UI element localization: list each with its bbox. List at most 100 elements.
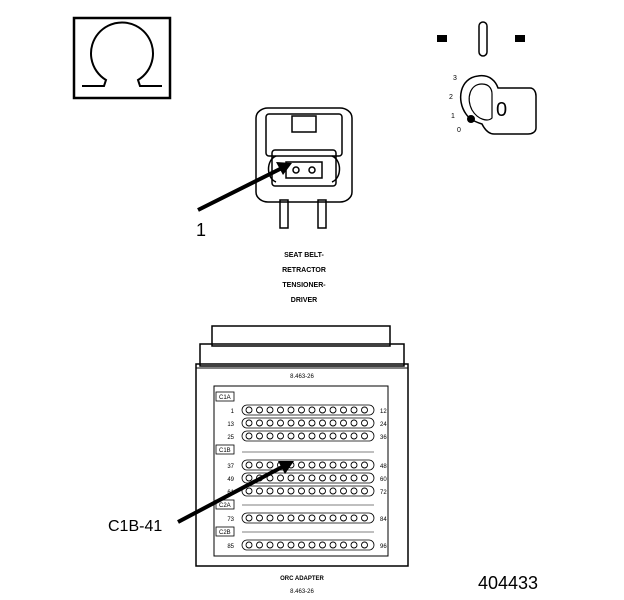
adapter-pin: [256, 406, 263, 414]
adapter-pin: [287, 419, 295, 427]
group-label-c2b: C2B: [219, 530, 231, 536]
adapter-pin: [308, 514, 316, 522]
row-number-left: 73: [227, 517, 234, 523]
adapter-pin: [350, 406, 358, 414]
adapter-pin: [350, 474, 358, 482]
adapter-pin: [245, 419, 253, 427]
row-numbers-left: 1 13 25 37 49 61 73 85: [227, 409, 234, 550]
adapter-pin: [361, 487, 368, 495]
adapter-pin: [277, 487, 284, 495]
pin-row: [241, 512, 375, 524]
adapter-pin: [298, 406, 305, 414]
adapter-pin: [350, 487, 358, 495]
adapter-pin: [319, 514, 326, 522]
group-label-c1a: C1A: [219, 395, 231, 401]
callout-1-label: 1: [196, 220, 206, 240]
adapter-pin: [329, 487, 337, 495]
adapter-pin: [308, 461, 316, 469]
adapter-pin: [245, 432, 253, 440]
row-numbers-right: 12 24 36 48 60 72 84 96: [380, 409, 387, 550]
row-number-right: 12: [380, 409, 387, 415]
adapter-pin: [308, 432, 316, 440]
pin-row: [241, 485, 375, 497]
adapter-pin: [361, 432, 368, 440]
adapter-pin: [340, 541, 347, 549]
row-number-right: 24: [380, 422, 387, 428]
orc-adapter: 8.463-26: [195, 325, 409, 567]
adapter-pin: [350, 432, 358, 440]
ignition-position-1: 1: [451, 113, 455, 120]
adapter-pin: [308, 406, 316, 414]
adapter-pin: [245, 514, 253, 522]
adapter-pin: [277, 406, 284, 414]
pin-row: [241, 472, 375, 484]
adapter-pin: [298, 487, 305, 495]
seat-belt-connector: [255, 107, 353, 229]
adapter-pin: [361, 419, 368, 427]
adapter-pin: [277, 432, 284, 440]
adapter-pin: [340, 474, 347, 482]
adapter-pin: [287, 514, 295, 522]
adapter-pin: [245, 487, 253, 495]
adapter-pin: [319, 419, 326, 427]
adapter-pin: [329, 432, 337, 440]
component-label: SEAT BELT- RETRACTOR TENSIONER- DRIVER: [282, 252, 326, 304]
adapter-caption: ORC ADAPTER 8.463-26: [280, 576, 324, 595]
adapter-pin: [298, 541, 305, 549]
adapter-pin: [308, 474, 316, 482]
adapter-pin: [340, 461, 347, 469]
adapter-pin: [340, 432, 347, 440]
row-number-left: 49: [227, 477, 234, 483]
row-number-right: 96: [380, 544, 387, 550]
callout-c1b-41: C1B-41: [108, 461, 294, 535]
adapter-pin: [319, 474, 326, 482]
adapter-pin: [256, 461, 263, 469]
adapter-pin: [287, 474, 295, 482]
ohmmeter-icon: [72, 16, 172, 100]
adapter-pin: [308, 419, 316, 427]
adapter-pin: [245, 461, 253, 469]
adapter-pin: [319, 406, 326, 414]
row-number-left: 13: [227, 422, 234, 428]
adapter-pin: [256, 514, 263, 522]
adapter-pin: [266, 432, 274, 440]
adapter-pin-grid: [241, 404, 375, 551]
adapter-pin: [329, 461, 337, 469]
adapter-pin: [329, 541, 337, 549]
adapter-pin: [319, 432, 326, 440]
ignition-position-3: 3: [453, 75, 457, 82]
figure-number: 404433: [478, 573, 538, 593]
adapter-pin: [298, 461, 305, 469]
row-number-right: 72: [380, 490, 387, 496]
adapter-pin: [266, 541, 274, 549]
adapter-pin: [361, 541, 368, 549]
adapter-pin: [287, 487, 295, 495]
adapter-pin: [245, 474, 253, 482]
adapter-pin: [350, 461, 358, 469]
adapter-pin: [277, 474, 284, 482]
adapter-pin: [245, 406, 253, 414]
pin-row: [241, 430, 375, 442]
adapter-pin: [287, 406, 295, 414]
component-label-line-1: SEAT BELT-: [284, 252, 324, 259]
group-label-c1b: C1B: [219, 448, 231, 454]
adapter-pin: [266, 514, 274, 522]
adapter-pin: [287, 432, 295, 440]
adapter-pin: [256, 432, 263, 440]
adapter-pin: [319, 487, 326, 495]
adapter-pin: [277, 514, 284, 522]
adapter-pin: [319, 541, 326, 549]
row-number-left: 37: [227, 464, 234, 470]
ignition-position-2: 2: [449, 94, 453, 101]
component-label-line-4: DRIVER: [291, 297, 317, 304]
adapter-pin: [329, 406, 337, 414]
adapter-caption-line-1: ORC ADAPTER: [280, 576, 324, 582]
adapter-pin: [350, 514, 358, 522]
pin-row: [241, 539, 375, 551]
adapter-pin: [245, 541, 253, 549]
ignition-position-0: 0: [457, 127, 461, 134]
adapter-pin: [266, 461, 274, 469]
adapter-pin: [329, 474, 337, 482]
adapter-pin: [298, 432, 305, 440]
adapter-pin: [298, 419, 305, 427]
